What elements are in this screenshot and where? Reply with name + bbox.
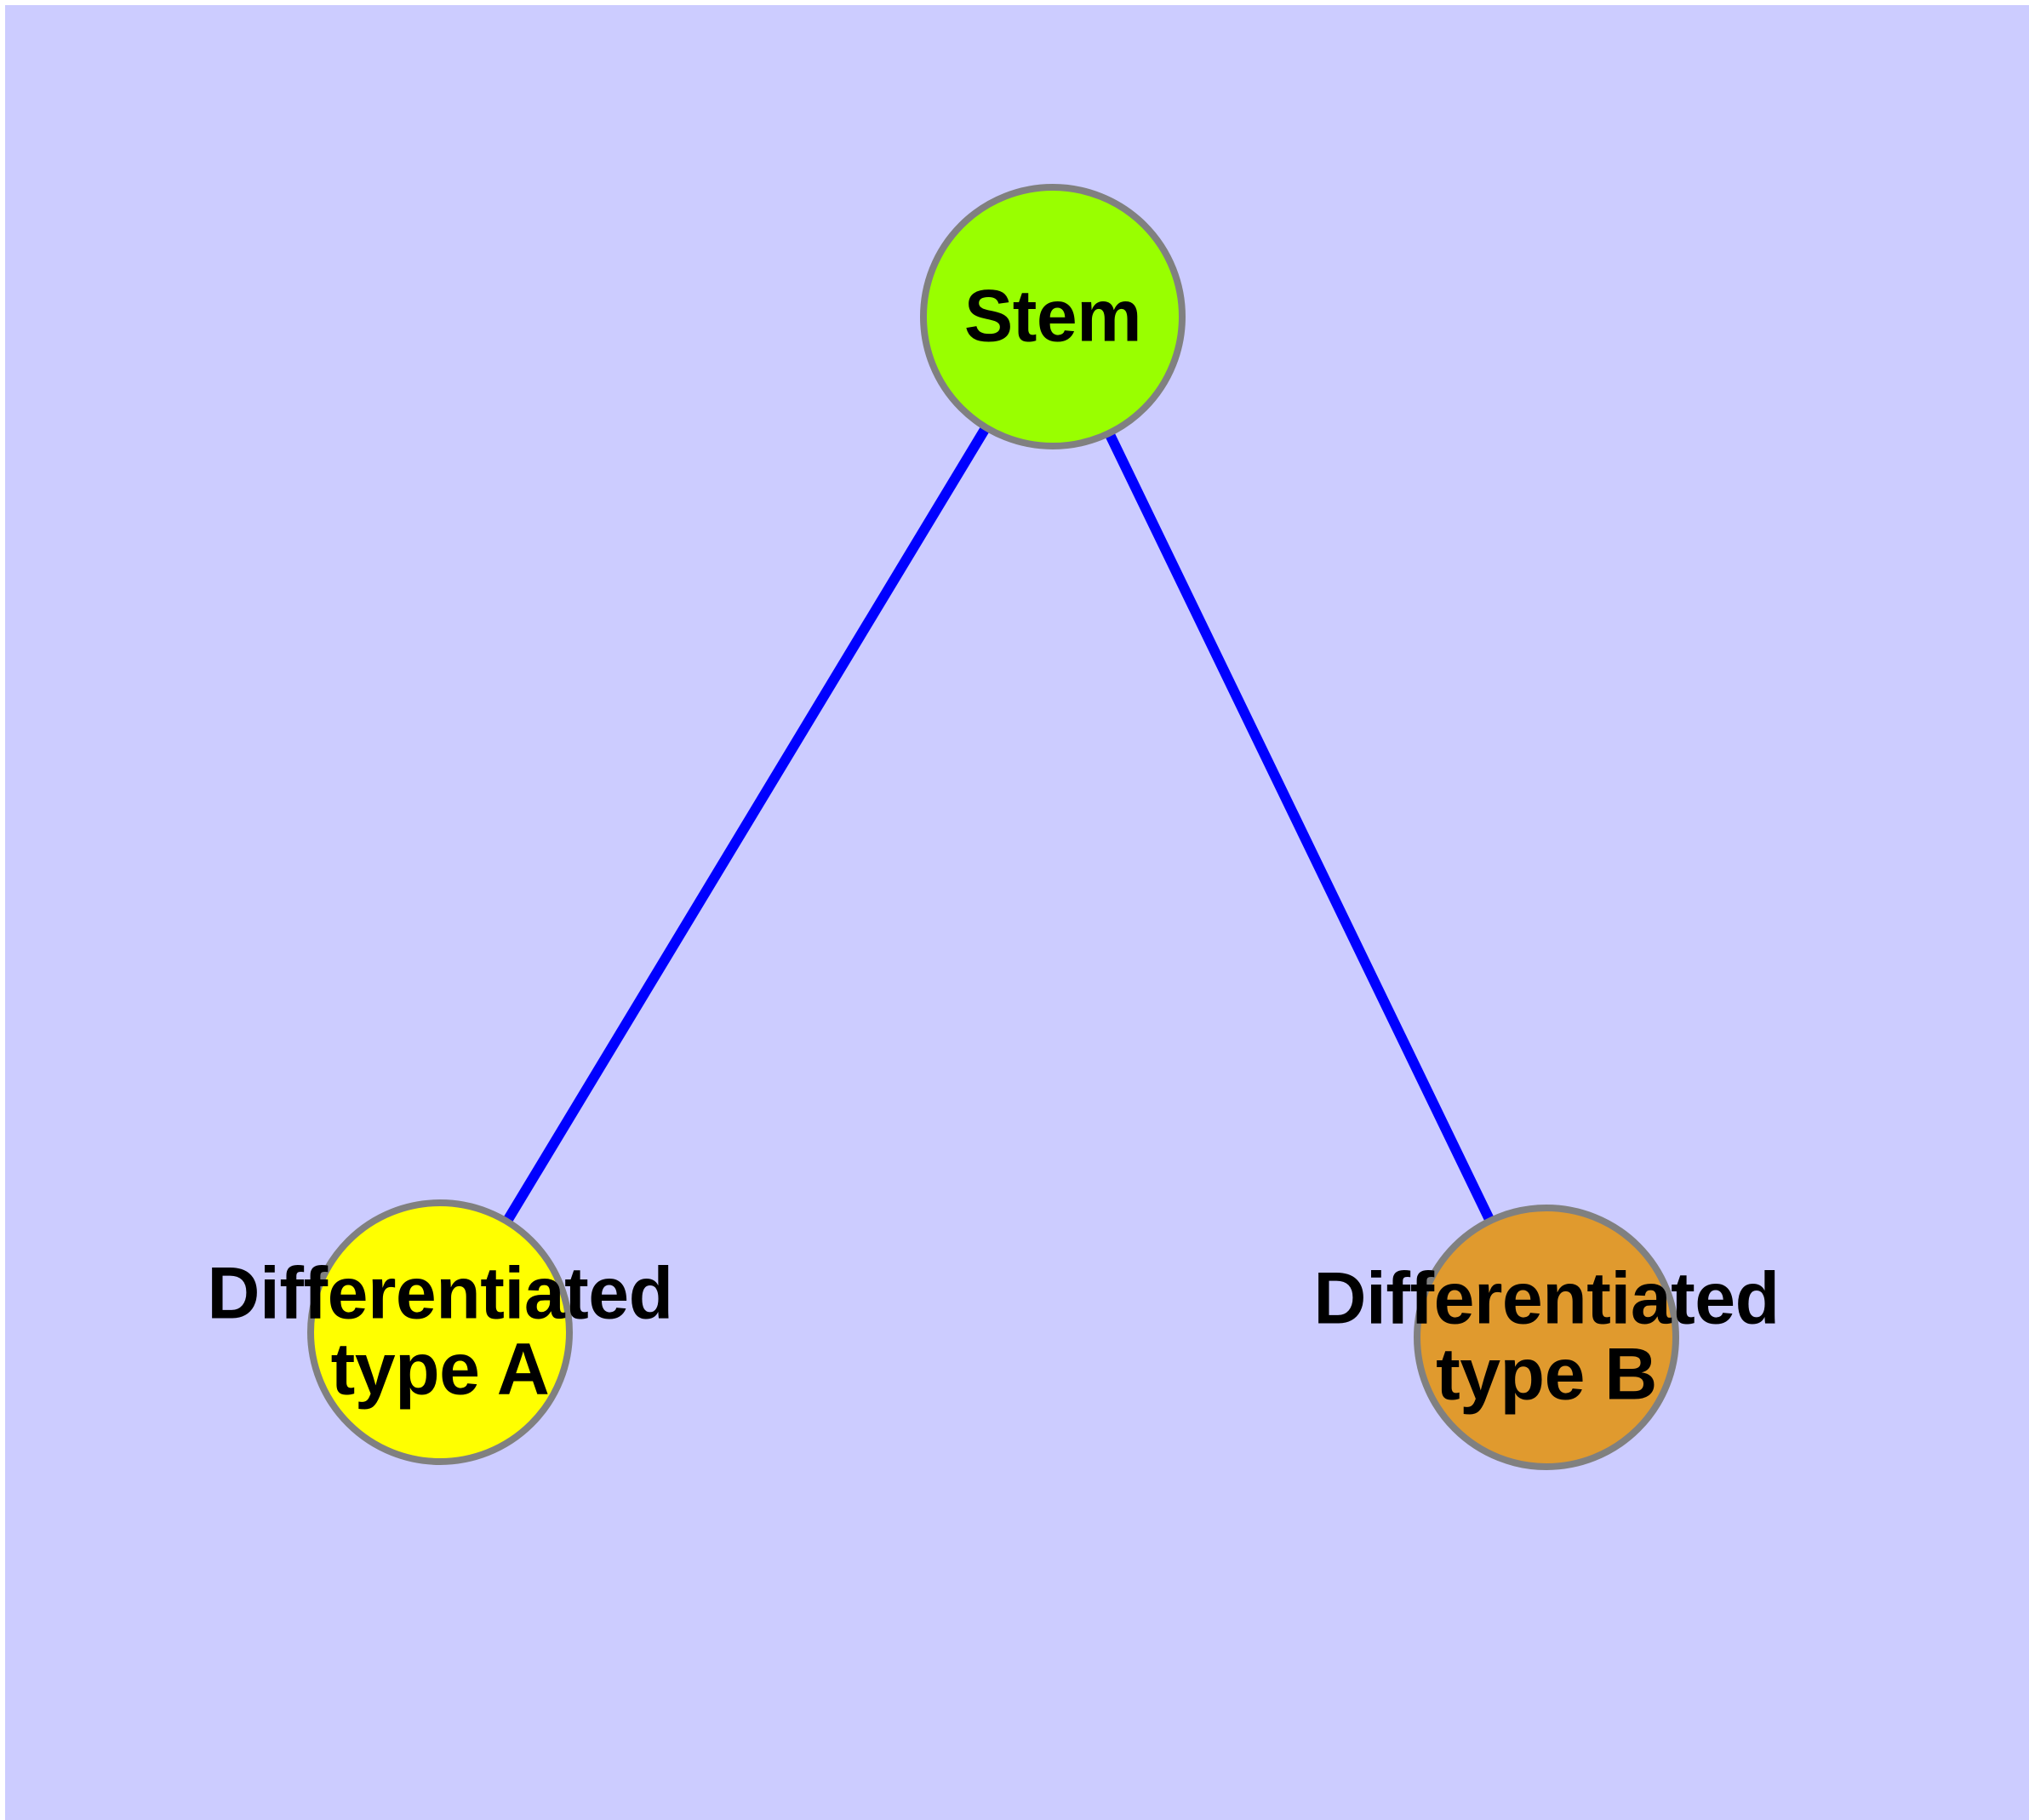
node-differentiated-type-a[interactable] — [307, 1199, 573, 1465]
node-differentiated-type-b[interactable] — [1414, 1205, 1679, 1470]
edge-layer — [502, 425, 1495, 1224]
node-stem[interactable] — [920, 184, 1186, 449]
edge-stem-to-differentiated-type-a[interactable] — [502, 425, 991, 1224]
node-layer — [307, 184, 1679, 1470]
edge-stem-to-differentiated-type-b[interactable] — [1104, 431, 1495, 1223]
